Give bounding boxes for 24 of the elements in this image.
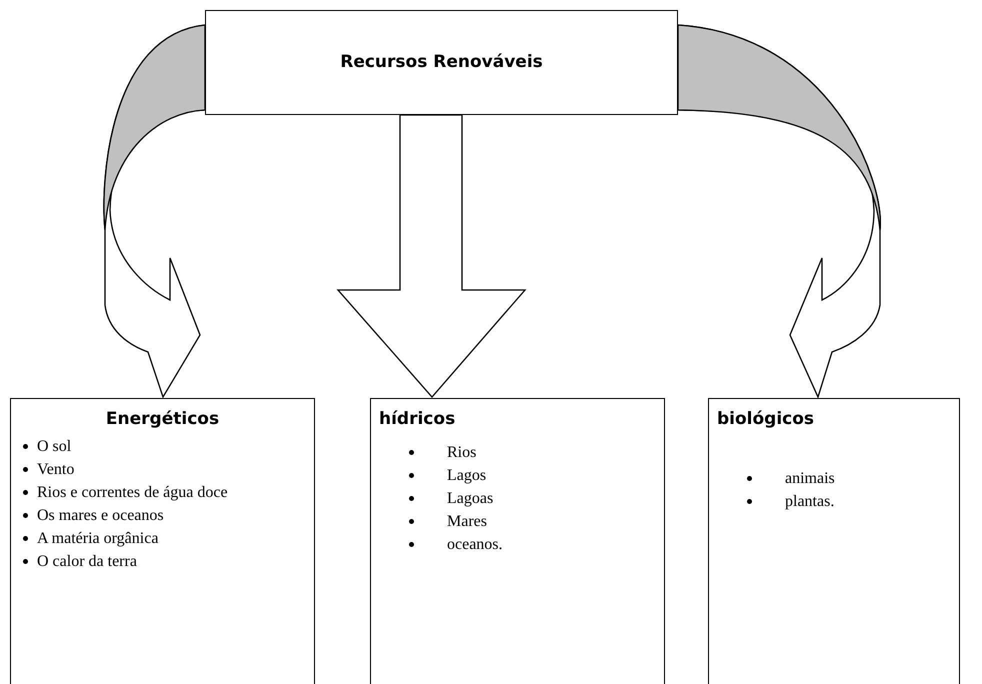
list-item: plantas. (785, 492, 834, 512)
list-item: Rios (447, 442, 476, 462)
list-item: O calor da terra (37, 552, 137, 572)
category-box (10, 398, 315, 684)
block-arrow (336, 114, 526, 398)
list-item: Vento (37, 460, 74, 480)
list-item: animais (785, 468, 835, 488)
list-item: Os mares e oceanos (37, 506, 164, 526)
box-heading: Recursos Renováveis (340, 50, 543, 74)
block-arrow (103, 24, 206, 398)
category-box (708, 398, 960, 684)
list-item: O sol (37, 436, 72, 456)
list-item: Lagos (447, 466, 486, 486)
list-item: Lagoas (447, 488, 494, 508)
list-item: Rios e correntes de água doce (37, 482, 228, 502)
box-heading: hídricos (379, 408, 456, 431)
list-item: Mares (447, 512, 487, 532)
block-arrow (677, 24, 881, 398)
box-heading: Energéticos (104, 408, 220, 431)
category-box (370, 398, 665, 684)
title-box (205, 10, 678, 115)
list-item: A matéria orgânica (37, 528, 158, 548)
box-heading: biológicos (717, 408, 816, 431)
list-item: oceanos. (447, 534, 503, 554)
